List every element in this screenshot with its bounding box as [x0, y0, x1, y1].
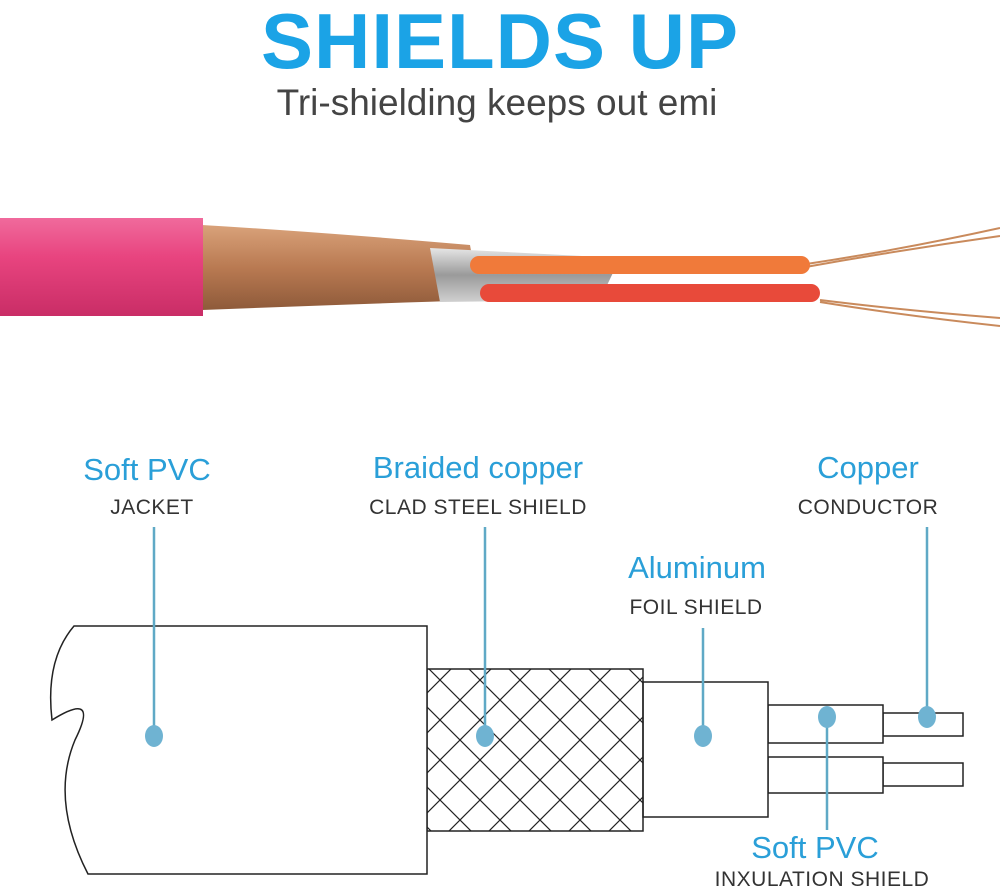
headline: SHIELDS UP [260, 0, 740, 85]
insulation-caption: INXULATION SHIELD [714, 868, 930, 891]
insulation-label: Soft PVC [751, 830, 879, 865]
orange-wire [470, 256, 810, 274]
foil-label: Aluminum [628, 550, 766, 585]
leader-lines [152, 527, 929, 830]
braid-shield [202, 225, 480, 310]
conductor-label: Copper [817, 450, 919, 485]
foil-caption: FOIL SHIELD [629, 596, 763, 619]
red-wire [480, 284, 820, 302]
copper-strands [799, 227, 1000, 327]
insulation-lower [767, 756, 884, 794]
conductor-lower [882, 762, 964, 787]
jacket-caption: JACKET [110, 496, 194, 519]
braid-label: Braided copper [372, 450, 584, 485]
subheadline: Tri-shielding keeps out emi [276, 82, 718, 123]
jacket-layer [49, 625, 428, 875]
pink-jacket [0, 218, 203, 316]
braid-layer [426, 668, 644, 832]
foil-layer [642, 681, 769, 818]
cable-diagram [49, 625, 964, 875]
cable-photo [0, 218, 1000, 327]
marker-dots [145, 706, 936, 747]
jacket-label: Soft PVC [83, 452, 211, 487]
conductor-caption: CONDUCTOR [797, 496, 939, 519]
braid-caption: CLAD STEEL SHIELD [369, 496, 587, 519]
